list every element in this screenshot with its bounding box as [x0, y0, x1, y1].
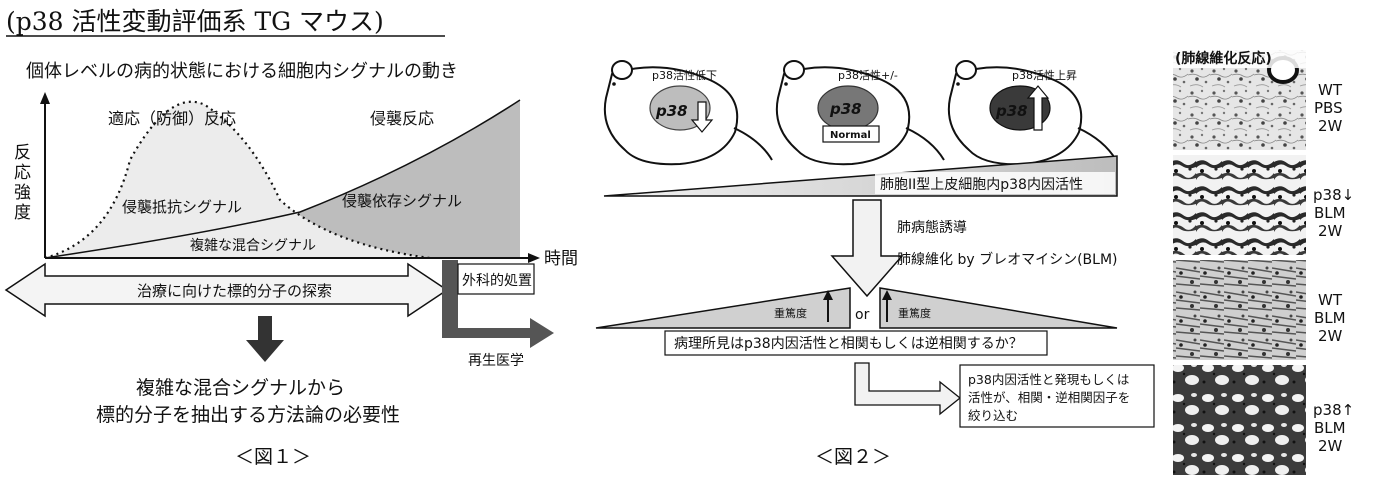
mixed-signal-label: 複雑な混合シグナル [190, 237, 316, 254]
severity-right-arrowhead [882, 290, 892, 300]
panel-2-line-2: BLM [1314, 204, 1346, 222]
panel-2-line-1: p38↓ [1313, 186, 1354, 204]
fig1-title: 個体レベルの病的状態における細胞内シグナルの動き [26, 61, 458, 82]
mouse-low-badge: p38 [655, 102, 688, 120]
mouse-high-arrow-up [1026, 85, 1050, 131]
x-axis-arrowhead [528, 253, 540, 263]
figure-2: p38活性低下 p38 Normal p38活性+/- p38 p38活性上昇 … [595, 60, 1155, 468]
panel-1-line-2: PBS [1314, 99, 1343, 117]
y-axis-label-3: 強 [14, 183, 31, 203]
panel-3-line-2: BLM [1314, 309, 1346, 327]
induction-label: 肺病態誘導 [897, 220, 967, 236]
question-label: 病理所見はp38内因活性と相関もしくは逆相関するか？ [674, 336, 1023, 352]
mouse-low-lung [649, 85, 711, 131]
conclusion-line-1: 複雑な混合シグナルから [136, 377, 345, 399]
mouse-normal-label: p38活性+/- [838, 68, 898, 82]
result-line-3: 絞り込む [968, 408, 1018, 423]
adaptive-reaction-label: 適応（防御）反応 [108, 109, 236, 128]
mouse-low: p38活性低下 p38 [603, 60, 773, 166]
dependent-signal-label: 侵襲依存シグナル [342, 192, 462, 210]
resistance-curve [44, 100, 431, 260]
dependent-signal-area [45, 100, 520, 258]
severity-right-label: 重篤度 [898, 306, 931, 320]
x-axis-label: 時間 [544, 249, 578, 269]
normal-box [822, 125, 880, 143]
panel-1-line-1: WT [1318, 81, 1343, 99]
fig1-caption: ＜図１＞ [235, 446, 311, 468]
panel-4-line-2: BLM [1314, 419, 1346, 437]
severity-left-label: 重篤度 [774, 306, 807, 320]
conclusion-line-2: 標的分子を抽出する方法論の必要性 [96, 404, 400, 426]
mouse-high-badge: p38 [995, 102, 1028, 120]
result-box [959, 364, 1155, 428]
panel-4-line-3: 2W [1318, 437, 1343, 455]
surgery-box [457, 263, 535, 295]
induction-arrow [830, 199, 904, 298]
mouse-low-arrow-down [690, 101, 714, 133]
panel-4-line-1: p38↑ [1313, 401, 1354, 419]
histology-panel-wt-blm [1173, 260, 1306, 360]
histology-title: (肺線維化反応) [1175, 50, 1272, 67]
histology-column: (肺線維化反応) WT PBS 2W p38↓ BLM 2W WT BLM 2W… [1173, 48, 1354, 475]
mouse-normal-note: Normal [830, 130, 871, 141]
fibrosis-label: 肺線維化 by ブレオマイシン(BLM) [897, 251, 1117, 268]
panel-3-line-1: WT [1318, 291, 1343, 309]
y-axis-arrowhead [40, 92, 50, 104]
panel-1-line-3: 2W [1318, 117, 1343, 135]
histology-panel-p38-down [1173, 155, 1306, 255]
invasive-reaction-label: 侵襲反応 [370, 109, 434, 128]
mouse-low-label: p38活性低下 [652, 68, 717, 82]
figure-1: 個体レベルの病的状態における細胞内シグナルの動き 反 応 強 度 時間 適応（防… [4, 61, 578, 468]
fig2-caption: ＜図２＞ [815, 446, 891, 468]
resistance-signal-label: 侵襲抵抗シグナル [122, 198, 242, 216]
question-box [664, 330, 1048, 356]
panel-2-line-3: 2W [1318, 222, 1343, 240]
or-label: or [855, 307, 870, 323]
dependent-curve [44, 99, 521, 259]
panel-3-line-3: 2W [1318, 327, 1343, 345]
histology-title-bg [1173, 48, 1306, 68]
mouse-normal-badge: p38 [829, 100, 862, 118]
mouse-normal: Normal p38活性+/- p38 [775, 60, 945, 166]
result-arrow [854, 362, 962, 416]
page-heading: (p38 活性変動評価系 TG マウス) [6, 7, 384, 36]
y-axis-label-2: 応 [14, 163, 31, 183]
target-search-label: 治療に向けた標的分子の探索 [137, 282, 332, 300]
surgery-arrow [442, 260, 554, 348]
histology-panel-p38-up [1173, 365, 1306, 475]
gradient-label-bg [875, 172, 1115, 194]
severity-wedge-right [879, 287, 1118, 329]
y-axis-label-4: 度 [14, 203, 31, 223]
severity-left-arrowhead [823, 290, 833, 300]
mouse-high-label: p38活性上昇 [1012, 68, 1077, 82]
mouse-high: p38活性上昇 p38 [947, 60, 1117, 166]
y-axis-label-1: 反 [14, 143, 31, 163]
gradient-label: 肺胞II型上皮細胞内p38内因活性 [880, 177, 1083, 193]
result-line-2: 活性が、相関・逆相関因子を [968, 390, 1130, 405]
severity-wedge-left [595, 287, 851, 329]
surgery-label: 外科的処置 [462, 273, 532, 289]
regenerative-label: 再生医学 [468, 353, 524, 369]
resistance-signal-area [45, 101, 430, 258]
down-arrow [246, 316, 284, 362]
result-line-1: p38内因活性と発現もしくは [968, 372, 1129, 387]
